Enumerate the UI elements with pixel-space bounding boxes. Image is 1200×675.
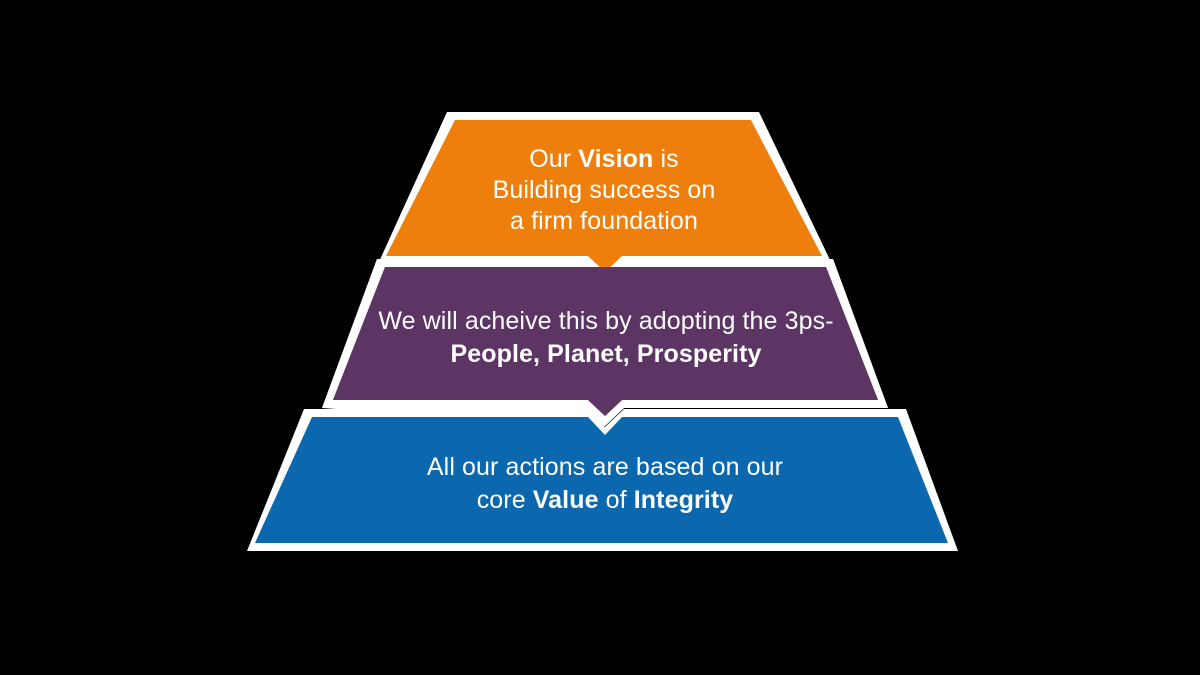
tier-vision-shape[interactable]	[386, 120, 822, 272]
tier-integrity-shape[interactable]	[255, 417, 948, 543]
tier-integrity-body[interactable]	[255, 417, 948, 543]
tier-3ps-shape[interactable]	[333, 267, 878, 416]
tier-vision-body[interactable]	[386, 120, 822, 272]
tier-3ps-body-solid[interactable]	[333, 267, 878, 416]
